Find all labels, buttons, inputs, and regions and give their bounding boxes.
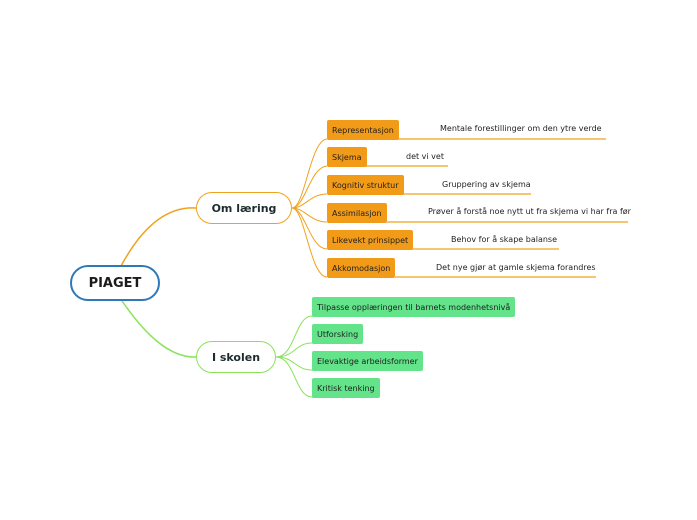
leaf-kognitiv-struktur[interactable]: Kognitiv struktur bbox=[327, 175, 404, 195]
note-kognitiv-struktur: Gruppering av skjema bbox=[442, 180, 531, 189]
leaf-likevekt-prinsippet[interactable]: Likevekt prinsippet bbox=[327, 230, 414, 250]
leaf-kritisk-tenking[interactable]: Kritisk tenking bbox=[312, 378, 380, 398]
note-likevekt-prinsippet: Behov for å skape balanse bbox=[451, 235, 558, 244]
leaf-representasjon[interactable]: Representasjon bbox=[327, 120, 399, 140]
note-skjema: det vi vet bbox=[406, 152, 444, 161]
leaf-skjema[interactable]: Skjema bbox=[327, 147, 367, 167]
note-assimilasjon: Prøver å forstå noe nytt ut fra skjema v… bbox=[428, 207, 631, 216]
note-akkomodasjon: Det nye gjør at gamle skjema forandres bbox=[436, 263, 596, 272]
leaf-elevaktige-arbeidsformer[interactable]: Elevaktige arbeidsformer bbox=[312, 351, 423, 371]
branch-i-skolen[interactable]: I skolen bbox=[196, 341, 276, 373]
leaf-assimilasjon[interactable]: Assimilasjon bbox=[327, 203, 387, 223]
root-node[interactable]: PIAGET bbox=[70, 265, 160, 301]
note-representasjon: Mentale forestillinger om den ytre verde bbox=[440, 124, 602, 133]
leaf-utforsking[interactable]: Utforsking bbox=[312, 324, 364, 344]
branch-om-laering[interactable]: Om læring bbox=[196, 192, 292, 224]
leaf-akkomodasjon[interactable]: Akkomodasjon bbox=[327, 258, 396, 278]
leaf-tilpasse-opplaeringen[interactable]: Tilpasse opplæringen til barnets modenhe… bbox=[312, 297, 516, 317]
